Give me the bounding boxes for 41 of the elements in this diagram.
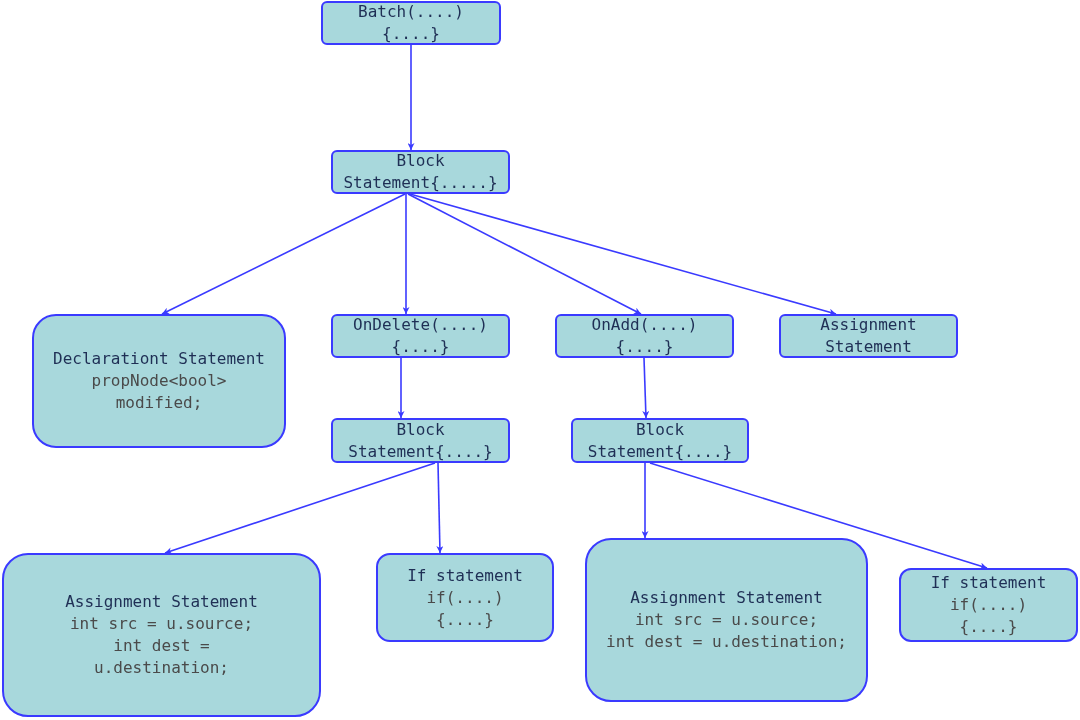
code-text: if(....) {....} (948, 594, 1029, 638)
process-box (331, 314, 510, 358)
code-text: int src = u.source; (69, 613, 254, 635)
node-title: Declarationt Statement (52, 348, 266, 370)
node-title: Batch(....) {....} (357, 1, 465, 45)
process-box (555, 314, 734, 358)
node-title: Block Statement{.....} (342, 150, 499, 194)
arrow (164, 462, 436, 555)
node-title: OnAdd(....) {....} (590, 314, 699, 358)
arrow (407, 44, 415, 151)
arrow (407, 193, 642, 315)
code-text: propNode<bool> modified; (90, 370, 228, 414)
statement-box (376, 553, 554, 642)
statement-box (2, 553, 321, 717)
process-box (571, 418, 749, 463)
node-title: Block Statement{....} (586, 418, 734, 463)
statement-box (585, 538, 868, 702)
node-title: If statement (406, 564, 524, 587)
node-title: Assignment Statement (629, 587, 824, 609)
arrow (397, 357, 405, 419)
node-title: If statement (929, 572, 1048, 594)
code-text: if(....) {....} (425, 586, 505, 631)
process-box (321, 1, 501, 45)
process-box (779, 314, 958, 358)
statement-box (32, 314, 286, 448)
node-title: Assignment Statement (64, 591, 259, 613)
statement-box (899, 568, 1078, 642)
arrow (402, 193, 410, 315)
arrow (436, 462, 444, 554)
arrow (642, 357, 650, 419)
node-title: Assignment Statement (819, 314, 918, 358)
code-text: int dest = u.destination; (93, 635, 230, 679)
node-title: Block Statement{....} (347, 418, 494, 463)
process-box (331, 418, 510, 463)
code-text: int dest = u.destination; (605, 631, 848, 653)
arrow (409, 193, 837, 316)
arrow (161, 193, 406, 315)
code-text: int src = u.source; (634, 609, 819, 631)
arrow (649, 462, 988, 570)
arrow (641, 462, 649, 539)
node-title: OnDelete(....) {....} (352, 314, 489, 358)
